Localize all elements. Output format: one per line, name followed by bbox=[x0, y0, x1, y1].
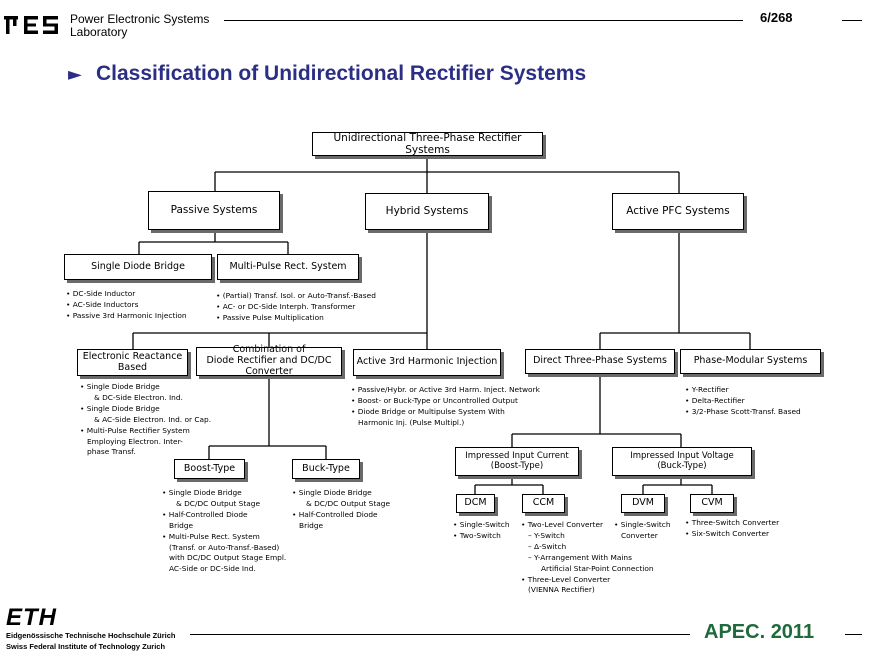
buck-type-list: Single Diode Bridge & DC/DC Output Stage… bbox=[292, 488, 390, 532]
lab-name-line2: Laboratory bbox=[70, 25, 128, 39]
dcm-list: Single-Switch Two-Switch bbox=[453, 520, 510, 542]
title-marker: ► bbox=[68, 64, 82, 85]
list-item: AC- or DC-Side Interph. Transformer bbox=[216, 302, 376, 313]
list-item: & DC/DC Output Stage bbox=[176, 498, 261, 508]
list-item: Harmonic Inj. (Pulse Multipl.) bbox=[358, 417, 465, 427]
list-item: Diode Bridge or Multipulse System With bbox=[351, 407, 540, 418]
phase-modular-list: Y-Rectifier Delta-Rectifier 3/2-Phase Sc… bbox=[685, 385, 801, 418]
combination-line2: Diode Rectifier and DC/DC Converter bbox=[206, 355, 332, 377]
list-item: Bridge bbox=[169, 520, 194, 530]
footer-rule bbox=[190, 634, 690, 635]
list-item: Y-Arrangement With Mains bbox=[521, 553, 654, 564]
list-item: Single Diode Bridge bbox=[162, 488, 286, 499]
lab-name-line1: Power Electronic Systems bbox=[70, 12, 210, 26]
node-hybrid: Hybrid Systems bbox=[365, 193, 489, 230]
node-active-3rd-harmonic: Active 3rd Harmonic Injection bbox=[353, 349, 501, 376]
impressed-voltage-line2: (Buck-Type) bbox=[657, 460, 707, 471]
pes-logo-icon bbox=[4, 16, 58, 34]
node-cvm: CVM bbox=[690, 494, 734, 513]
node-multi-pulse: Multi-Pulse Rect. System bbox=[217, 254, 359, 280]
list-item: Single Diode Bridge bbox=[292, 488, 390, 499]
dvm-list: Single-Switch Converter bbox=[614, 520, 671, 542]
list-item: Single Diode Bridge bbox=[80, 382, 211, 393]
list-item: Artificial Star-Point Connection bbox=[541, 563, 654, 573]
list-item: Y-Switch bbox=[521, 531, 654, 542]
combination-line1: Combination of bbox=[232, 344, 306, 356]
active-3rd-harmonic-list: Passive/Hybr. or Active 3rd Harm. Inject… bbox=[351, 385, 540, 429]
impressed-voltage-line1: Impressed Input Voltage bbox=[630, 450, 734, 461]
list-item: & DC/DC Output Stage bbox=[306, 498, 391, 508]
impressed-current-line1: Impressed Input Current bbox=[465, 450, 569, 461]
list-item: Single-Switch bbox=[614, 520, 671, 531]
list-item: DC-Side Inductor bbox=[66, 289, 187, 300]
list-item: with DC/DC Output Stage Empl. bbox=[169, 553, 287, 563]
node-ccm: CCM bbox=[522, 494, 565, 513]
list-item: Employing Electron. Inter- bbox=[87, 436, 183, 446]
node-passive: Passive Systems bbox=[148, 191, 280, 230]
list-item: 3/2-Phase Scott-Transf. Based bbox=[685, 407, 801, 418]
list-item: Converter bbox=[621, 530, 658, 540]
header-rule bbox=[224, 20, 743, 21]
eth-name-line2: Swiss Federal Institute of Technology Zu… bbox=[6, 642, 166, 651]
node-combination: Combination of Diode Rectifier and DC/DC… bbox=[196, 344, 342, 377]
list-item: Boost- or Buck-Type or Uncontrolled Outp… bbox=[351, 396, 540, 407]
multi-pulse-list: (Partial) Transf. Isol. or Auto-Transf.-… bbox=[216, 291, 376, 324]
list-item: Passive Pulse Multiplication bbox=[216, 313, 376, 324]
node-phase-modular: Phase-Modular Systems bbox=[680, 349, 821, 374]
apec-logo-text: APEC. bbox=[704, 621, 766, 643]
list-item: Δ-Switch bbox=[521, 542, 654, 553]
boost-type-list: Single Diode Bridge & DC/DC Output Stage… bbox=[162, 488, 287, 575]
list-item: Multi-Pulse Rectifier System bbox=[80, 426, 211, 437]
list-item: Single Diode Bridge bbox=[80, 404, 211, 415]
node-impressed-current: Impressed Input Current (Boost-Type) bbox=[455, 447, 579, 476]
footer-rule-right bbox=[845, 634, 862, 635]
node-impressed-voltage: Impressed Input Voltage (Buck-Type) bbox=[612, 447, 752, 476]
node-dcm: DCM bbox=[456, 494, 495, 513]
cvm-list: Three-Switch Converter Six-Switch Conver… bbox=[685, 518, 779, 540]
impressed-current-line2: (Boost-Type) bbox=[490, 460, 544, 471]
list-item: Multi-Pulse Rect. System bbox=[162, 532, 286, 543]
node-dvm: DVM bbox=[621, 494, 665, 513]
node-single-diode-bridge: Single Diode Bridge bbox=[64, 254, 212, 280]
list-item: Half-Controlled Diode bbox=[292, 510, 390, 521]
list-item: (VIENNA Rectifier) bbox=[528, 585, 595, 595]
list-item: Two-Level Converter bbox=[521, 520, 654, 531]
list-item: AC-Side Inductors bbox=[66, 300, 187, 311]
list-item: Six-Switch Converter bbox=[685, 529, 779, 540]
node-root: Unidirectional Three-Phase Rectifier Sys… bbox=[312, 132, 543, 156]
apec-year: 2011 bbox=[770, 621, 815, 643]
list-item: Three-Switch Converter bbox=[685, 518, 779, 529]
page-title: Classification of Unidirectional Rectifi… bbox=[96, 62, 587, 85]
pes-logo bbox=[4, 14, 62, 36]
list-item: AC-Side or DC-Side Ind. bbox=[169, 564, 256, 574]
list-item: phase Transf. bbox=[87, 447, 136, 457]
list-item: Passive 3rd Harmonic Injection bbox=[66, 311, 187, 322]
electronic-reactance-list: Single Diode Bridge & DC-Side Electron. … bbox=[80, 382, 211, 458]
list-item: (Transf. or Auto-Transf.-Based) bbox=[169, 542, 280, 552]
list-item: Bridge bbox=[299, 520, 324, 530]
node-direct-three-phase: Direct Three-Phase Systems bbox=[525, 349, 675, 374]
node-active: Active PFC Systems bbox=[612, 193, 744, 230]
list-item: Y-Rectifier bbox=[685, 385, 801, 396]
ccm-list: Two-Level Converter Y-Switch Δ-Switch Y-… bbox=[521, 520, 654, 596]
list-item: Passive/Hybr. or Active 3rd Harm. Inject… bbox=[351, 385, 540, 396]
list-item: Half-Controlled Diode bbox=[162, 510, 286, 521]
single-diode-list: DC-Side Inductor AC-Side Inductors Passi… bbox=[66, 289, 187, 322]
node-buck-type: Buck-Type bbox=[292, 459, 360, 479]
node-electronic-reactance: Electronic Reactance Based bbox=[77, 349, 188, 376]
list-item: & AC-Side Electron. Ind. or Cap. bbox=[94, 414, 212, 424]
page-number: 6/268 bbox=[760, 10, 793, 25]
list-item: Three-Level Converter bbox=[521, 575, 654, 586]
node-boost-type: Boost-Type bbox=[174, 459, 245, 479]
list-item: & DC-Side Electron. Ind. bbox=[94, 392, 183, 402]
list-item: Single-Switch bbox=[453, 520, 510, 531]
list-item: Two-Switch bbox=[453, 531, 510, 542]
eth-name-line1: Eidgenössische Technische Hochschule Zür… bbox=[6, 631, 176, 640]
header-rule-right bbox=[842, 20, 862, 21]
list-item: (Partial) Transf. Isol. or Auto-Transf.-… bbox=[216, 291, 376, 302]
list-item: Delta-Rectifier bbox=[685, 396, 801, 407]
eth-logo: ETH bbox=[6, 604, 57, 631]
apec-logo: APEC. 2011 bbox=[704, 621, 814, 644]
